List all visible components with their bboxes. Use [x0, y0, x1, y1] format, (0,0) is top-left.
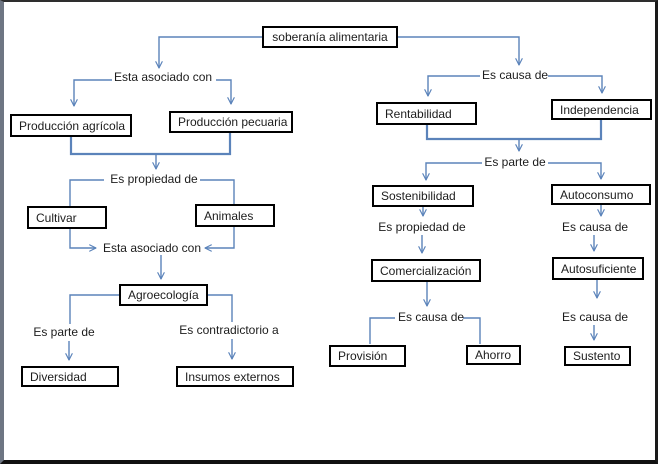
node-agroecologia[interactable]: Agroecología — [119, 284, 208, 306]
edge-label-es-causa-de-1[interactable]: Es causa de — [482, 68, 549, 82]
edge-label-es-parte-de-1[interactable]: Es parte de — [33, 325, 95, 339]
node-autosuficiente[interactable]: Autosuficiente — [552, 257, 644, 280]
connector-causa3-to-ahorro — [463, 317, 481, 344]
edge-label-es-causa-de-4[interactable]: Es causa de — [562, 310, 629, 324]
node-comercializacion[interactable]: Comercialización — [371, 259, 481, 282]
connector-asociado1-to-pecuaria — [216, 79, 235, 105]
node-rentabilidad[interactable]: Rentabilidad — [376, 102, 477, 125]
connector-causa3-to-provision — [369, 317, 395, 344]
connector-propiedad1-to-cultivar — [69, 179, 104, 206]
node-produccion-pecuaria[interactable]: Producción pecuaria — [169, 111, 293, 133]
node-provision[interactable]: Provisión — [329, 345, 406, 367]
connector-causa1-to-rentabilidad — [424, 75, 480, 97]
edge-label-es-causa-de-3[interactable]: Es causa de — [398, 310, 465, 324]
node-soberania-alimentaria[interactable]: soberanía alimentaria — [262, 26, 398, 48]
connector-cultivar-to-asociado2 — [69, 229, 97, 252]
connector-agroecologia-to-contradictorio — [208, 294, 233, 322]
node-autoconsumo[interactable]: Autoconsumo — [551, 184, 651, 205]
edge-label-esta-asociado-con-2[interactable]: Esta asociado con — [102, 241, 202, 255]
edge-label-esta-asociado-con-1[interactable]: Esta asociado con — [114, 70, 213, 84]
node-animales[interactable]: Animales — [195, 204, 275, 227]
edge-label-es-parte-de-2[interactable]: Es parte de — [484, 155, 546, 169]
connector-root-to-asociado — [155, 36, 262, 69]
edge-label-es-causa-de-2[interactable]: Es causa de — [562, 220, 629, 234]
node-sustento[interactable]: Sustento — [564, 346, 631, 366]
connector-causa1-to-independencia — [548, 75, 606, 94]
node-cultivar[interactable]: Cultivar — [27, 206, 107, 229]
connector-agroecologia-to-parte1 — [69, 294, 119, 324]
node-insumos-externos[interactable]: Insumos externos — [176, 366, 294, 387]
connector-parte2-to-autoconsumo — [548, 162, 605, 180]
node-diversidad[interactable]: Diversidad — [21, 366, 119, 387]
connector-lines-layer — [65, 36, 606, 361]
node-produccion-agricola[interactable]: Producción agrícola — [10, 114, 132, 137]
connector-animales-to-asociado2 — [204, 227, 235, 252]
edge-label-es-propiedad-de-1[interactable]: Es propiedad de — [110, 172, 198, 186]
connector-root-to-causa — [398, 36, 523, 66]
edge-label-es-propiedad-de-2[interactable]: Es propiedad de — [378, 220, 466, 234]
node-independencia[interactable]: Independencia — [551, 99, 652, 120]
connector-propiedad1-to-animales — [200, 179, 235, 204]
connector-parte2-to-sostenibilidad — [422, 162, 482, 181]
node-sostenibilidad[interactable]: Sostenibilidad — [372, 185, 474, 207]
connector-asociado1-to-agricola — [70, 79, 112, 107]
edge-label-es-contradictorio-a[interactable]: Es contradictorio a — [179, 323, 279, 337]
node-ahorro[interactable]: Ahorro — [466, 345, 521, 365]
